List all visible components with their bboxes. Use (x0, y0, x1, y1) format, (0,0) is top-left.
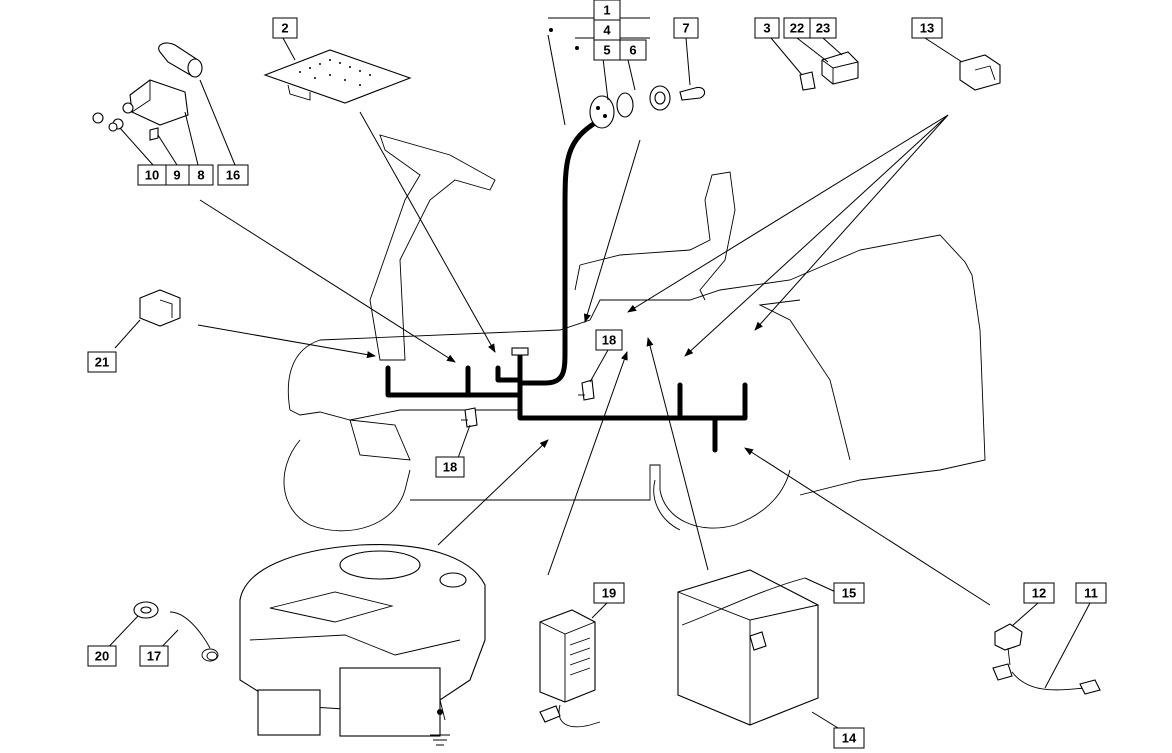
safety-sensor (992, 623, 1101, 695)
callout-11: 11 (1075, 582, 1107, 604)
svg-text:20: 20 (95, 649, 109, 664)
battery (677, 569, 819, 726)
callout-4: 4 (593, 19, 621, 41)
svg-text:2: 2 (281, 21, 288, 36)
callout-21: 21 (87, 351, 117, 373)
callout-14: 14 (833, 727, 865, 749)
svg-text:14: 14 (842, 731, 857, 746)
circuit-board (263, 49, 412, 104)
callout-10: 10 (137, 164, 167, 186)
svg-text:22: 22 (790, 21, 804, 36)
svg-text:4: 4 (603, 23, 611, 38)
callout-18-upper: 18 (595, 329, 623, 351)
battery-charger (539, 609, 601, 728)
svg-text:13: 13 (920, 21, 934, 36)
tractor-outline (283, 134, 986, 532)
rocker-switch-21 (139, 289, 181, 327)
svg-text:8: 8 (197, 168, 204, 183)
callout-6: 6 (619, 39, 647, 61)
svg-text:18: 18 (602, 333, 616, 348)
callout-1: 1 (593, 0, 621, 21)
callout-12: 12 (1023, 582, 1055, 604)
callout-19: 19 (593, 582, 625, 604)
svg-text:18: 18 (443, 460, 457, 475)
callout-2: 2 (272, 17, 298, 39)
callout-23: 23 (809, 17, 837, 39)
svg-text:5: 5 (603, 43, 610, 58)
svg-text:9: 9 (173, 168, 180, 183)
wiring-harness (385, 117, 748, 453)
svg-text:23: 23 (816, 21, 830, 36)
callout-8: 8 (188, 164, 214, 186)
svg-text:15: 15 (842, 586, 856, 601)
svg-text:21: 21 (95, 355, 109, 370)
callout-18-lower: 18 (435, 456, 465, 478)
relay (799, 51, 859, 91)
callout-20: 20 (87, 645, 117, 667)
svg-text:6: 6 (629, 43, 636, 58)
washer-and-spring (133, 601, 219, 662)
svg-text:1: 1 (603, 3, 610, 18)
svg-text:10: 10 (145, 168, 159, 183)
svg-text:17: 17 (147, 649, 161, 664)
callout-13: 13 (911, 17, 943, 39)
callout-16: 16 (217, 164, 249, 186)
callout-3: 3 (754, 17, 780, 39)
svg-text:16: 16 (226, 168, 240, 183)
svg-text:11: 11 (1084, 586, 1098, 601)
callout-22: 22 (783, 17, 811, 39)
callout-17: 17 (139, 645, 169, 667)
engine (239, 544, 486, 746)
clip-18-upper (578, 379, 595, 401)
ignition-switch (549, 28, 706, 129)
callout-7: 7 (673, 17, 699, 39)
svg-text:3: 3 (763, 21, 770, 36)
clip-18-lower (461, 407, 478, 428)
callout-15: 15 (833, 582, 865, 604)
svg-text:19: 19 (602, 586, 616, 601)
callout-labels: 1 2 3 4 5 6 7 8 9 10 11 12 13 14 15 16 1… (87, 0, 1107, 749)
callout-9: 9 (164, 164, 190, 186)
svg-text:7: 7 (682, 21, 689, 36)
svg-text:12: 12 (1032, 586, 1046, 601)
rocker-switch-13 (959, 54, 1001, 91)
callout-5: 5 (593, 39, 621, 61)
solenoid-assembly (92, 42, 203, 141)
